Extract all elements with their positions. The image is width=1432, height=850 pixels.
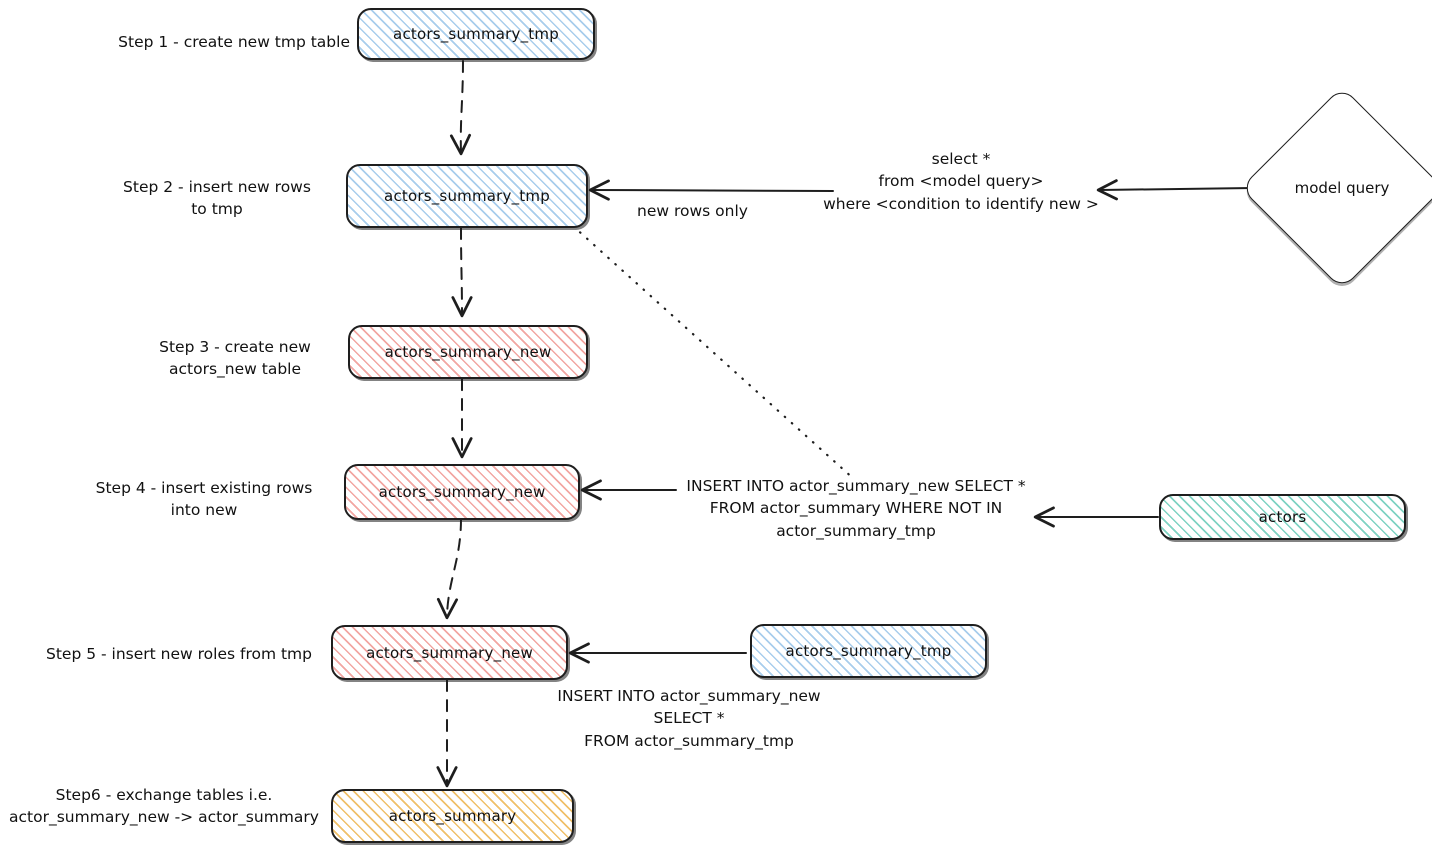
node-label: actors: [1258, 508, 1307, 526]
connector-newrows-to-tmp2: [588, 179, 834, 201]
step1-label: Step 1 - create new tmp table: [118, 33, 350, 51]
node-label: actors_summary_tmp: [384, 187, 550, 205]
step5-label: Step 5 - insert new roles from tmp: [46, 645, 312, 663]
node-label: actors_summary_new: [384, 343, 552, 361]
connector-dotted-tmp2-to-step4sql: [571, 224, 857, 482]
node-actors-summary-tmp-step2[interactable]: actors_summary_tmp: [346, 164, 588, 228]
connector-step2-step3: [451, 227, 473, 318]
annotation-new-rows-only: new rows only: [637, 202, 748, 220]
model-query-label: model query: [1294, 179, 1390, 197]
node-actors-summary-tmp-step1[interactable]: actors_summary_tmp: [357, 8, 595, 60]
step3-label: Step 3 - create new actors_new table: [159, 338, 311, 379]
node-label: actors_summary_tmp: [393, 25, 559, 43]
node-label: actors_summary: [388, 807, 517, 825]
step6-label: Step6 - exchange tables i.e. actor_summa…: [9, 786, 319, 827]
annotation-model-query-sql: select * from <model query> where <condi…: [823, 150, 1099, 213]
connector-step1-step2: [449, 60, 472, 156]
connector-step4-step5: [436, 518, 462, 620]
node-label: actors_summary_new: [378, 483, 546, 501]
node-actors-summary-tmp-step5-source[interactable]: actors_summary_tmp: [750, 624, 987, 678]
node-actors-summary-new-step5[interactable]: actors_summary_new: [331, 625, 568, 680]
annotation-insert-new-roles-sql: INSERT INTO actor_summary_new SELECT * F…: [557, 687, 821, 750]
node-actors-summary-final[interactable]: actors_summary: [331, 789, 574, 843]
step2-label: Step 2 - insert new rows to tmp: [123, 178, 311, 219]
node-actors-summary-new-step3[interactable]: actors_summary_new: [348, 325, 588, 379]
annotation-insert-existing-sql: INSERT INTO actor_summary_new SELECT * F…: [686, 477, 1026, 540]
node-actors-source[interactable]: actors: [1159, 494, 1406, 540]
node-label: actors_summary_new: [366, 643, 533, 662]
step4-label: Step 4 - insert existing rows into new: [95, 479, 313, 520]
node-label: actors_summary_tmp: [785, 642, 952, 660]
node-actors-summary-new-step4[interactable]: actors_summary_new: [344, 464, 580, 520]
connector-modelquery-to-sql: [1096, 179, 1254, 201]
